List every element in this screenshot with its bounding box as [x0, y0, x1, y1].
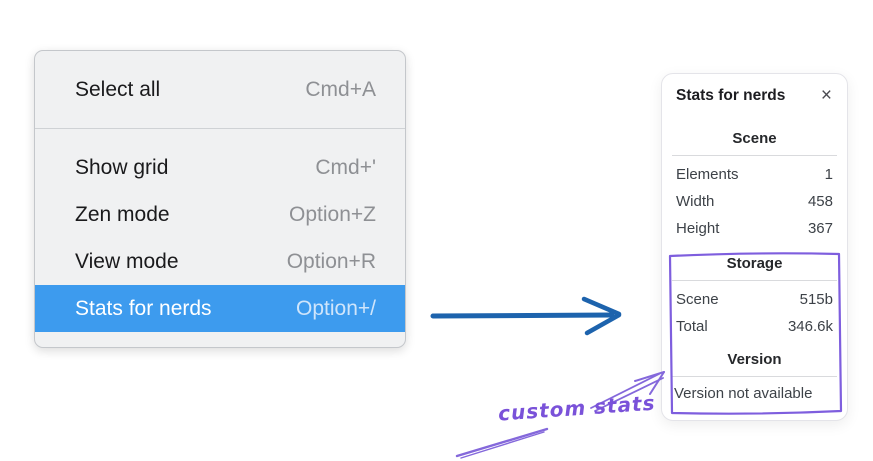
section-header-scene: Scene [732, 130, 777, 147]
menu-item-show-grid[interactable]: Show grid Cmd+' [35, 144, 405, 191]
annotation-label: custom stats [497, 390, 657, 426]
stat-label: Total [676, 318, 708, 335]
stat-label: Width [676, 193, 715, 210]
stat-value: 1 [824, 166, 833, 183]
stat-value: 346.6k [787, 318, 833, 335]
menu-item-shortcut: Cmd+' [315, 155, 376, 179]
stat-row-elements: Elements 1 [662, 161, 847, 188]
stat-label: Height [676, 220, 720, 237]
stat-row-scene-storage: Scene 515b [662, 286, 847, 313]
stat-label: Scene [676, 291, 719, 308]
menu-item-label: Show grid [75, 155, 169, 179]
menu-item-view-mode[interactable]: View mode Option+R [35, 238, 405, 285]
menu-item-label: Select all [75, 77, 161, 101]
menu-item-label: Stats for nerds [75, 296, 212, 320]
menu-item-label: View mode [75, 249, 179, 273]
menu-item-zen-mode[interactable]: Zen mode Option+Z [35, 191, 405, 238]
stat-value: 515b [799, 291, 833, 308]
section-divider [672, 155, 837, 156]
menu-item-stats-for-nerds[interactable]: Stats for nerds Option+/ [35, 285, 405, 332]
section-divider [672, 280, 837, 281]
context-menu-bottom-section: Show grid Cmd+' Zen mode Option+Z View m… [35, 129, 405, 347]
section-divider [672, 376, 837, 377]
stat-row-total-storage: Total 346.6k [662, 313, 847, 340]
context-menu: Select all Cmd+A Show grid Cmd+' Zen mod… [34, 50, 406, 348]
menu-item-shortcut: Option+R [286, 249, 376, 273]
flow-arrow [430, 296, 622, 336]
close-icon[interactable]: × [820, 85, 832, 106]
stat-label: Elements [676, 166, 739, 183]
version-note: Version not available [674, 385, 813, 402]
menu-item-select-all[interactable]: Select all Cmd+A [35, 66, 405, 113]
section-header-storage: Storage [726, 255, 783, 272]
menu-item-shortcut: Option+Z [289, 202, 376, 226]
stat-row-width: Width 458 [662, 188, 847, 215]
stats-panel-title: Stats for nerds [676, 87, 786, 104]
section-header-version: Version [727, 351, 782, 368]
menu-item-shortcut: Option+/ [296, 296, 376, 320]
annotation-arrow [455, 371, 665, 459]
stats-panel-header: Stats for nerds × [662, 74, 847, 105]
stat-row-height: Height 367 [662, 215, 847, 242]
menu-separator [35, 128, 405, 129]
stats-panel: Stats for nerds × Scene Elements 1 Width… [661, 73, 848, 421]
stat-value: 367 [807, 220, 833, 237]
context-menu-top-section: Select all Cmd+A [35, 51, 405, 128]
stat-value: 458 [807, 193, 833, 210]
menu-item-label: Zen mode [75, 202, 170, 226]
menu-item-shortcut: Cmd+A [305, 77, 376, 101]
